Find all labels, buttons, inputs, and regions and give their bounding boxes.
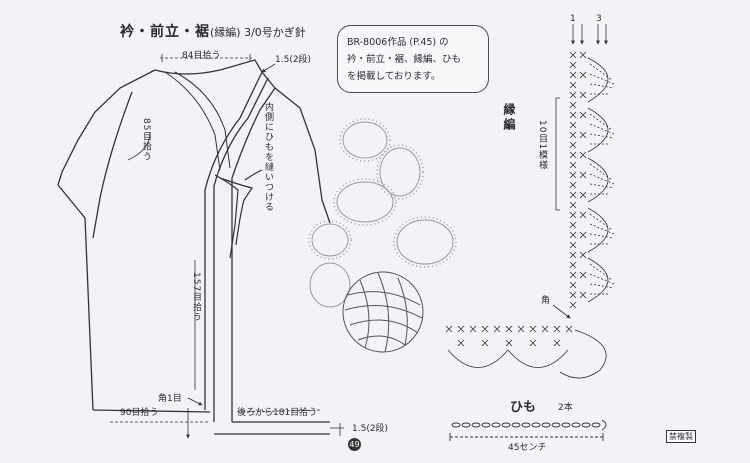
label-inside-note: 内側にひもを縫いつける — [263, 102, 273, 212]
tie-cords — [214, 169, 263, 259]
note-line-1: BR-8006作品 (P.45) の — [347, 37, 449, 48]
cord-count: 2本 — [558, 403, 573, 413]
cord-chain — [449, 419, 607, 441]
edging-corner-label: 角 — [541, 296, 551, 306]
label-rows-bottom: 1.5(2段) — [352, 424, 389, 434]
cord-title: ひも — [510, 400, 537, 415]
page-number: 49 — [348, 438, 361, 451]
label-top-pickup: 84目拾う — [182, 51, 221, 61]
edging-title: 縁編 — [502, 103, 516, 133]
cactus-illustration — [308, 118, 457, 308]
note-box — [337, 25, 489, 93]
copyright-badge: 禁複製 — [666, 430, 696, 443]
page-subtitle: (縁編) 3/0号かぎ針 — [210, 26, 306, 39]
label-front-pickup: 157目拾う — [191, 272, 201, 323]
note-line-3: を掲載しております。 — [347, 71, 441, 82]
measure-lines — [110, 54, 344, 439]
row-mark-1: 1 — [570, 14, 576, 24]
page-title: 衿・前立・裾 — [120, 24, 210, 40]
label-bottom-back-pickup: 後ろから181目拾う — [237, 408, 318, 418]
yarn-ball-illustration — [342, 271, 424, 353]
label-rows-top: 1.5(2段) — [275, 55, 312, 65]
label-side-pickup: 85目拾う — [141, 118, 151, 162]
label-corner: 角1目 — [158, 394, 182, 404]
label-bottom-left-pickup: 90目拾う — [120, 408, 159, 418]
row-mark-3: 3 — [596, 14, 602, 24]
cord-length: 45センチ — [508, 443, 547, 453]
edging-repeat-label: 10目1模様 — [537, 120, 547, 171]
edging-chart — [445, 24, 615, 379]
note-line-2: 衿・前立・裾、縁編、ひも — [347, 54, 462, 65]
garment-outline — [57, 59, 331, 435]
